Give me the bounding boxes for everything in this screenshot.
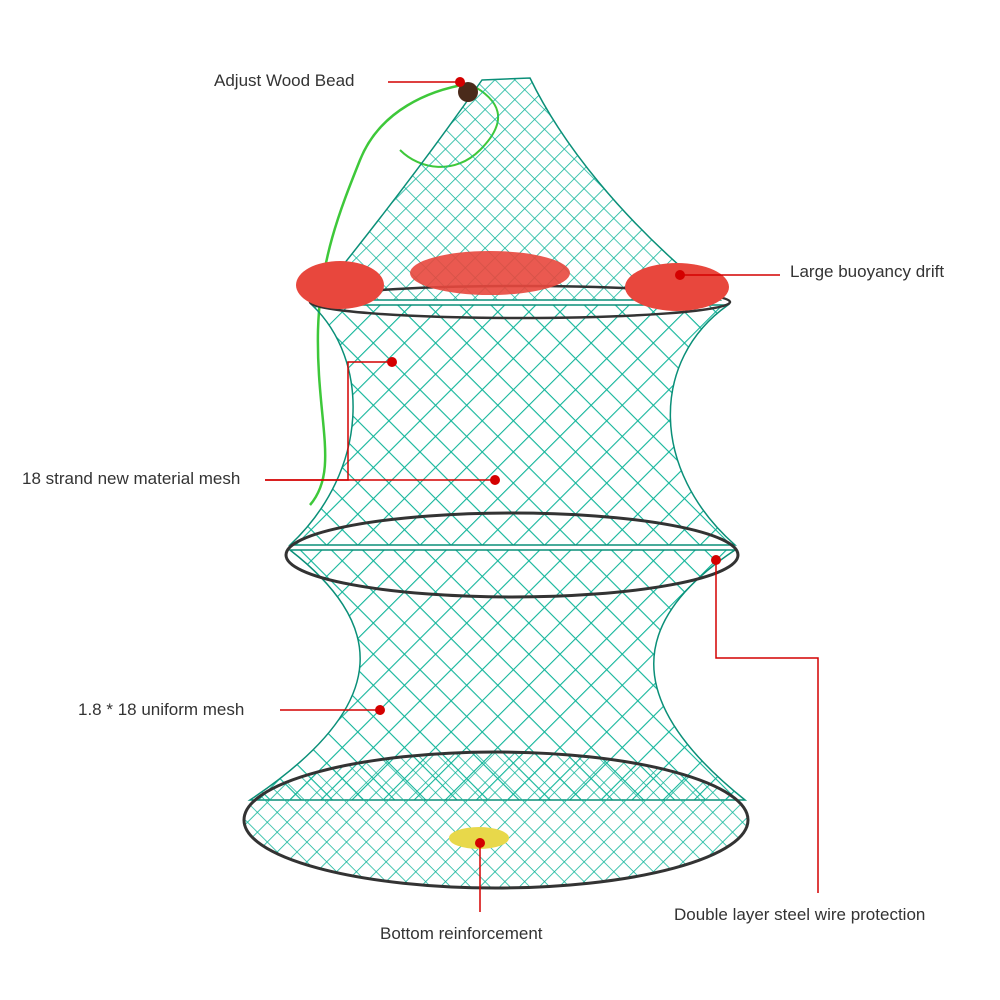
dot-bead <box>455 77 465 87</box>
label-strand-mesh: 18 strand new material mesh <box>22 469 241 488</box>
bottom-reinforcement-pad <box>449 827 509 849</box>
dot-drift <box>675 270 685 280</box>
right-float <box>625 263 729 311</box>
leader-dots <box>375 77 721 848</box>
leader-lines <box>265 81 819 912</box>
dot-mesh <box>375 705 385 715</box>
label-uniform-mesh: 1.8 * 18 uniform mesh <box>78 700 245 719</box>
left-float <box>296 261 384 309</box>
dot-strand-b <box>490 475 500 485</box>
net-lower-section <box>247 549 748 801</box>
leader-wire <box>715 560 819 893</box>
net-bottom-disc <box>244 752 748 888</box>
net-upper-section <box>288 304 737 546</box>
label-adjust-wood-bead: Adjust Wood Bead <box>214 71 355 90</box>
center-float <box>410 251 570 295</box>
dot-wire <box>711 555 721 565</box>
label-large-buoyancy-drift: Large buoyancy drift <box>790 262 945 281</box>
wood-bead <box>458 82 478 102</box>
label-bottom-reinforcement: Bottom reinforcement <box>380 924 543 943</box>
dot-bottom <box>475 838 485 848</box>
steel-ring-bottom <box>242 750 750 890</box>
drawstring-rope <box>309 82 469 506</box>
dot-strand-a <box>387 357 397 367</box>
steel-ring-middle <box>284 511 740 599</box>
label-steel-wire-protection: Double layer steel wire protection <box>674 905 926 924</box>
